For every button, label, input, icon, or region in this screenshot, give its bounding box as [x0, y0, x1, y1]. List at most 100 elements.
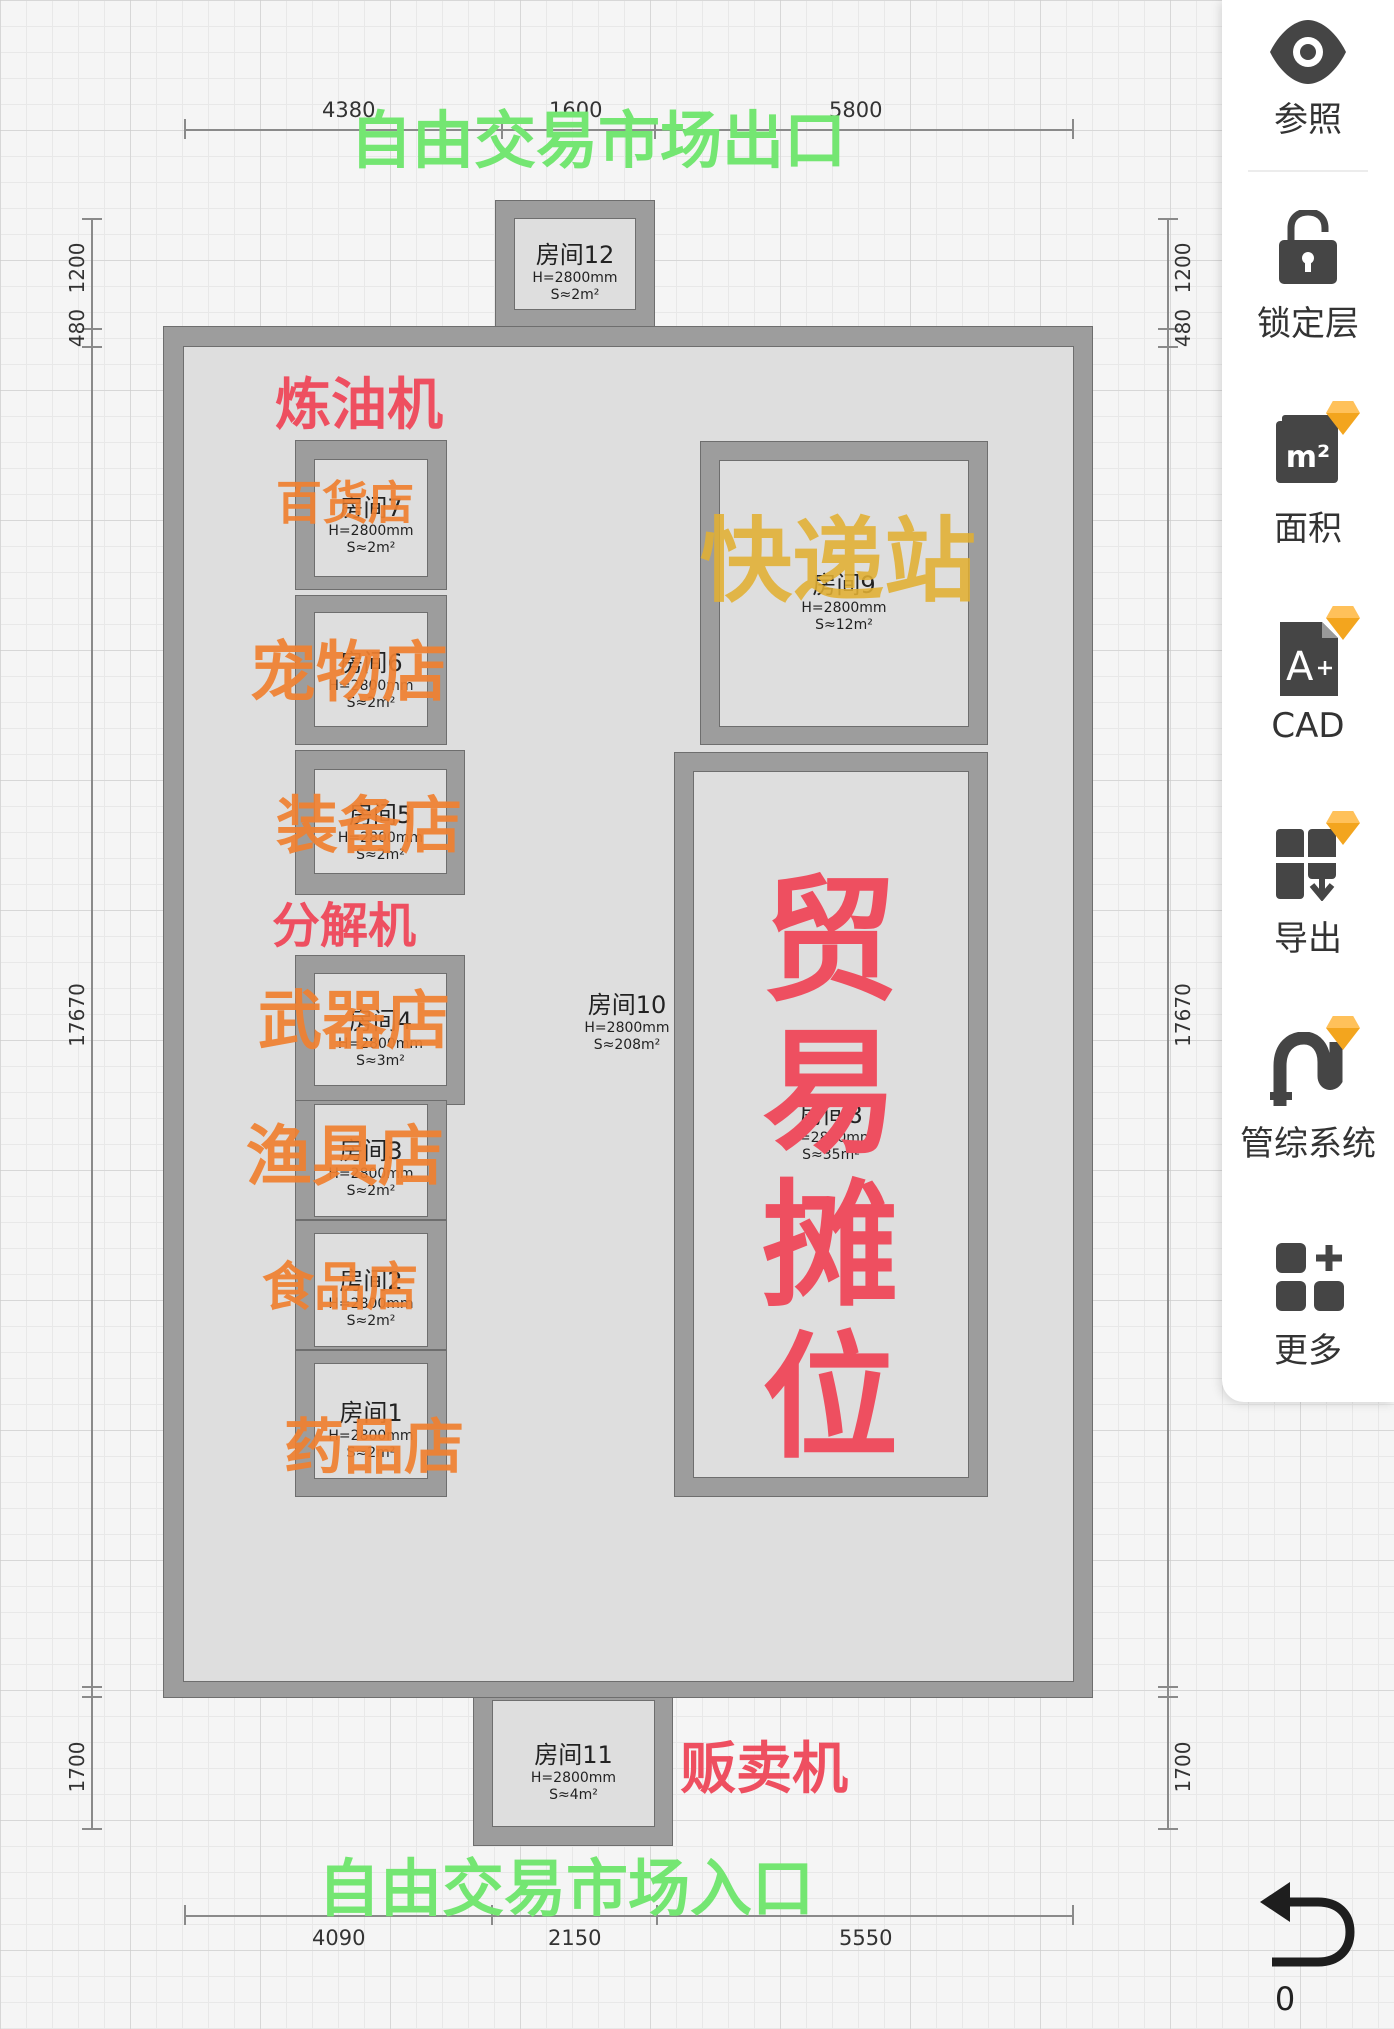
- dimension-label: 1600: [549, 98, 603, 122]
- room-height: H=2800mm: [328, 523, 414, 539]
- express-station-label: 快递站: [700, 508, 977, 615]
- room-4-floor[interactable]: [314, 973, 447, 1086]
- refinery-label: 炼油机: [275, 373, 443, 438]
- unlock-icon: [1279, 210, 1337, 284]
- room-height: H=2800mm: [788, 1130, 874, 1146]
- undo-count: 0: [1274, 1980, 1296, 2018]
- room-name: 房间8: [799, 1101, 863, 1129]
- trade-stalls-label: 贸易摊位: [762, 863, 898, 1478]
- more-grid-icon: [1276, 1243, 1344, 1311]
- exit-label: 自由交易市场出口: [350, 104, 847, 177]
- lock-layer-button[interactable]: 锁定层: [1222, 200, 1394, 350]
- room-7-label: 房间7 H=2800mm S≈2m²: [314, 493, 428, 557]
- room-9-label: 房间9 H=2800mm S≈12m²: [719, 570, 969, 634]
- room-area: S≈2m²: [346, 695, 396, 711]
- reference-button[interactable]: 参照: [1222, 10, 1394, 150]
- more-label: 更多: [1274, 1331, 1342, 1371]
- vending-machine-label: 贩卖机: [680, 1737, 848, 1802]
- cad-file-icon: A: [1280, 622, 1338, 696]
- food-store-label: 食品店: [262, 1258, 419, 1318]
- dimension-label: 5550: [839, 1926, 893, 1950]
- entrance-label: 自由交易市场入口: [318, 1852, 815, 1925]
- room-area: S≈2m²: [550, 287, 600, 303]
- undo-icon: [1260, 1882, 1355, 1967]
- dimension-label: 4380: [322, 98, 376, 122]
- dimension-label: 17670: [65, 983, 89, 1047]
- decomposer-label: 分解机: [272, 898, 417, 954]
- room-11-label: 房间11 H=2800mm S≈4m²: [492, 1740, 655, 1804]
- area-icon-text: m²: [1285, 440, 1331, 475]
- room-2-floor[interactable]: [314, 1233, 428, 1347]
- room-height: H=2800mm: [337, 1036, 424, 1052]
- room-6-floor[interactable]: [314, 612, 428, 727]
- room-12-floor[interactable]: [514, 218, 636, 310]
- dimension-label: 1700: [65, 1741, 89, 1793]
- dimension-label: 1700: [1171, 1741, 1195, 1793]
- room-height: H=2800mm: [328, 1166, 414, 1182]
- room-6-label: 房间6 H=2800mm S≈2m²: [314, 648, 428, 712]
- room-name: 房间4: [348, 1007, 413, 1035]
- room-3-label: 房间3 H=2800mm S≈2m²: [314, 1136, 428, 1200]
- room-9-floor[interactable]: [719, 460, 969, 727]
- cad-button[interactable]: A CAD: [1222, 600, 1394, 750]
- room-5-floor[interactable]: [314, 769, 447, 874]
- room-area: S≈2m²: [346, 1313, 396, 1329]
- export-label: 导出: [1274, 919, 1342, 959]
- room-height: H=2800mm: [328, 678, 414, 694]
- room-8-floor[interactable]: [693, 771, 969, 1478]
- room-area: S≈12m²: [815, 617, 873, 633]
- room-area: S≈3m²: [356, 1053, 405, 1069]
- export-button[interactable]: 导出: [1222, 805, 1394, 959]
- room-area: S≈2m²: [346, 1445, 396, 1461]
- room-height: H=2800mm: [584, 1020, 670, 1036]
- dimension-label: 5800: [829, 98, 883, 122]
- area-label: 面积: [1274, 509, 1342, 549]
- room-height: H=2800mm: [801, 600, 887, 616]
- pharmacy-label: 药品店: [284, 1413, 464, 1483]
- reference-label: 参照: [1274, 100, 1342, 140]
- room-2-label: 房间2 H=2800mm S≈2m²: [314, 1266, 428, 1330]
- pipeline-system-label: 管综系统: [1240, 1124, 1376, 1164]
- room-5-label: 房间5 H=2800mm S≈2m²: [314, 800, 447, 864]
- room-area: S≈2m²: [356, 847, 405, 863]
- pet-store-label: 宠物店: [250, 634, 448, 711]
- room-1-label: 房间1 H=2800mm S≈2m²: [314, 1398, 428, 1462]
- eye-icon: [1270, 20, 1346, 84]
- dimension-label: 2150: [548, 1926, 602, 1950]
- room-area: S≈2m²: [346, 540, 396, 556]
- room-12-label: 房间12 H=2800mm S≈2m²: [514, 240, 636, 304]
- dimension-label: 480: [65, 308, 89, 348]
- room-7-floor[interactable]: [314, 459, 428, 577]
- room-name: 房间2: [339, 1267, 403, 1295]
- room-name: 房间3: [339, 1137, 403, 1165]
- room-name: 房间6: [339, 649, 403, 677]
- dimension-label: 4090: [312, 1926, 366, 1950]
- room-area: S≈208m²: [593, 1037, 661, 1053]
- cad-label: CAD: [1271, 706, 1345, 746]
- export-icon: [1276, 829, 1336, 901]
- general-store-label: 百货店: [276, 476, 414, 530]
- room-3-floor[interactable]: [314, 1104, 428, 1217]
- room-area: S≈2m²: [346, 1183, 396, 1199]
- room-height: H=2800mm: [328, 1296, 414, 1312]
- pipeline-system-button[interactable]: 管综系统: [1222, 1010, 1394, 1164]
- area-button[interactable]: m² 面积: [1222, 395, 1394, 549]
- dimension-label: 17670: [1171, 983, 1195, 1047]
- room-10-label: 房间10 H=2800mm S≈208m²: [562, 990, 692, 1054]
- more-button[interactable]: 更多: [1222, 1225, 1394, 1375]
- room-name: 房间1: [339, 1399, 403, 1427]
- room-1-floor[interactable]: [314, 1363, 428, 1479]
- fishing-store-label: 渔具店: [246, 1118, 444, 1195]
- svg-text:A: A: [1286, 644, 1314, 690]
- room-height: H=2800mm: [328, 1428, 414, 1444]
- tool-panel: 参照 锁定层 m² 面积 A: [1222, 0, 1394, 1402]
- room-height: H=2800mm: [337, 830, 424, 846]
- room-name: 房间5: [348, 801, 413, 829]
- room-11-floor[interactable]: [492, 1700, 655, 1827]
- undo-button[interactable]: 0: [1230, 1880, 1380, 2020]
- room-4-label: 房间4 H=2800mm S≈3m²: [314, 1006, 447, 1070]
- area-icon: [1276, 415, 1338, 483]
- room-height: H=2800mm: [532, 270, 618, 286]
- room-name: 房间9: [812, 571, 876, 599]
